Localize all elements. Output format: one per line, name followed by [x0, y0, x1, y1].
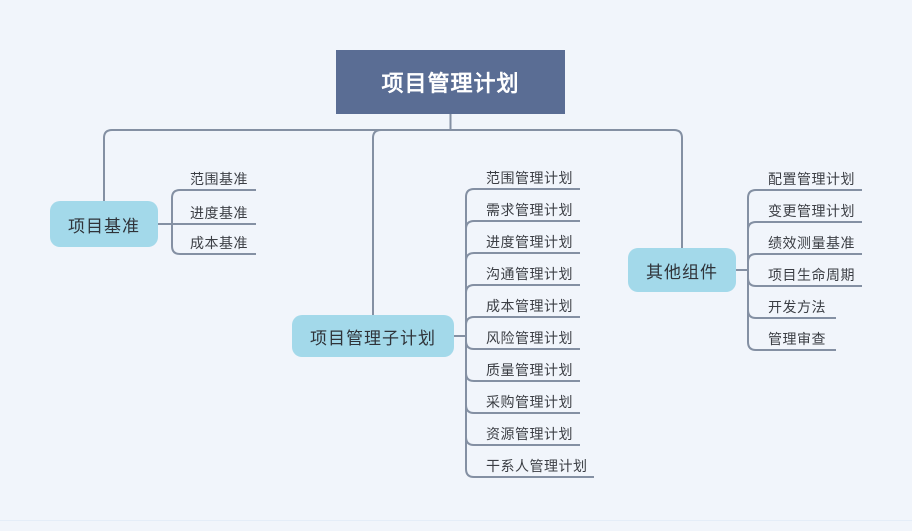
child-connector-line — [465, 336, 594, 478]
subtopic-label[interactable]: 范围基准 — [190, 171, 248, 187]
subtopic-label[interactable]: 资源管理计划 — [486, 426, 573, 442]
branch-trunk-line — [372, 129, 451, 315]
subtopic-label[interactable]: 沟通管理计划 — [486, 266, 573, 282]
child-connector-line — [747, 270, 836, 351]
subtopic-label[interactable]: 采购管理计划 — [486, 394, 573, 410]
subtopic-label[interactable]: 需求管理计划 — [486, 202, 573, 218]
child-connector-line — [465, 252, 580, 336]
subtopic-label[interactable]: 进度基准 — [190, 205, 248, 221]
subtopic-label[interactable]: 成本基准 — [190, 235, 248, 251]
subtopic-label[interactable]: 开发方法 — [768, 299, 826, 315]
subtopic-label[interactable]: 质量管理计划 — [486, 362, 573, 378]
child-connector-line — [171, 189, 256, 224]
child-connector-line — [747, 221, 862, 270]
child-connector-line — [465, 316, 580, 336]
subtopic-label[interactable]: 风险管理计划 — [486, 330, 573, 346]
branch-topic[interactable]: 其他组件 — [628, 248, 736, 292]
subtopic-label[interactable]: 变更管理计划 — [768, 203, 855, 219]
child-connector-line — [465, 188, 580, 336]
root-topic[interactable]: 项目管理计划 — [336, 50, 565, 114]
subtopic-label[interactable]: 干系人管理计划 — [486, 458, 588, 474]
subtopic-label[interactable]: 管理审查 — [768, 331, 826, 347]
bottom-divider — [0, 520, 912, 521]
branch-topic[interactable]: 项目基准 — [50, 201, 158, 247]
subtopic-label[interactable]: 配置管理计划 — [768, 171, 855, 187]
child-connector-line — [465, 220, 580, 336]
child-connector-line — [171, 224, 256, 255]
branch-trunk-line — [103, 129, 451, 201]
subtopic-label[interactable]: 项目生命周期 — [768, 267, 855, 283]
subtopic-label[interactable]: 进度管理计划 — [486, 234, 573, 250]
child-connector-line — [747, 189, 862, 270]
branch-topic[interactable]: 项目管理子计划 — [292, 315, 454, 357]
subtopic-label[interactable]: 绩效测量基准 — [768, 235, 855, 251]
subtopic-label[interactable]: 范围管理计划 — [486, 170, 573, 186]
subtopic-label[interactable]: 成本管理计划 — [486, 298, 573, 314]
child-connector-line — [465, 284, 580, 336]
child-connector-line — [747, 253, 862, 270]
branch-trunk-line — [450, 129, 683, 248]
